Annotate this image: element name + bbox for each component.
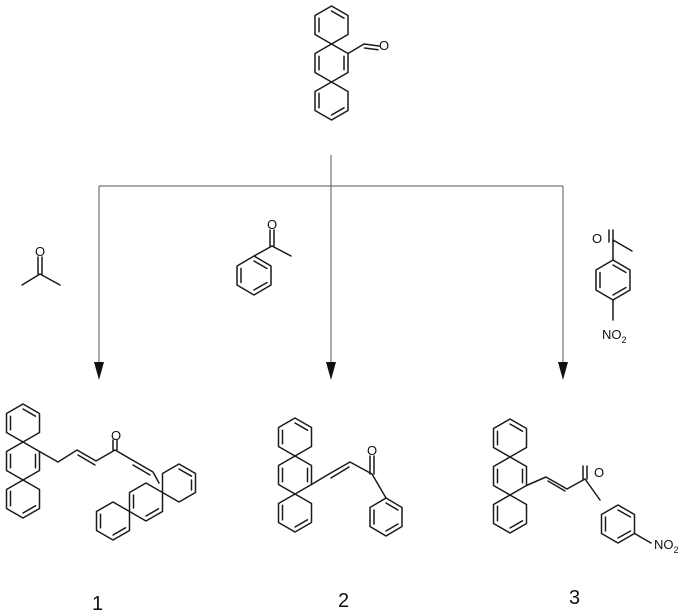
product-3-nitro-label: NO2 [654, 537, 679, 555]
product-1-structure: O [5, 403, 197, 541]
arrow-head-2 [326, 362, 336, 380]
product-3-structure: O NO2 [492, 418, 679, 555]
reagent-4-nitroacetophenone: O NO2 [592, 229, 633, 345]
product-1-oxygen-label: O [111, 428, 121, 443]
reagent-acetophenone: O [236, 217, 292, 296]
compound-label-1: 1 [92, 593, 103, 615]
product-3-oxygen-label: O [594, 465, 604, 480]
arrow-head-1 [94, 362, 104, 380]
arrow-head-3 [558, 362, 568, 380]
reaction-arrows [94, 155, 568, 380]
anthracene-9-carbaldehyde: O [314, 5, 389, 121]
nitro-group-label: NO2 [602, 327, 627, 345]
nitroacetophenone-oxygen-label: O [592, 231, 602, 246]
compound-label-3: 3 [569, 587, 580, 609]
aldehyde-oxygen-label: O [379, 38, 389, 53]
acetophenone-oxygen-label: O [267, 217, 277, 232]
reagent-acetone: O [21, 244, 61, 286]
compound-label-2: 2 [338, 590, 349, 612]
product-2-oxygen-label: O [367, 443, 377, 458]
product-2-structure: O [277, 417, 403, 537]
acetone-oxygen-label: O [35, 244, 45, 259]
